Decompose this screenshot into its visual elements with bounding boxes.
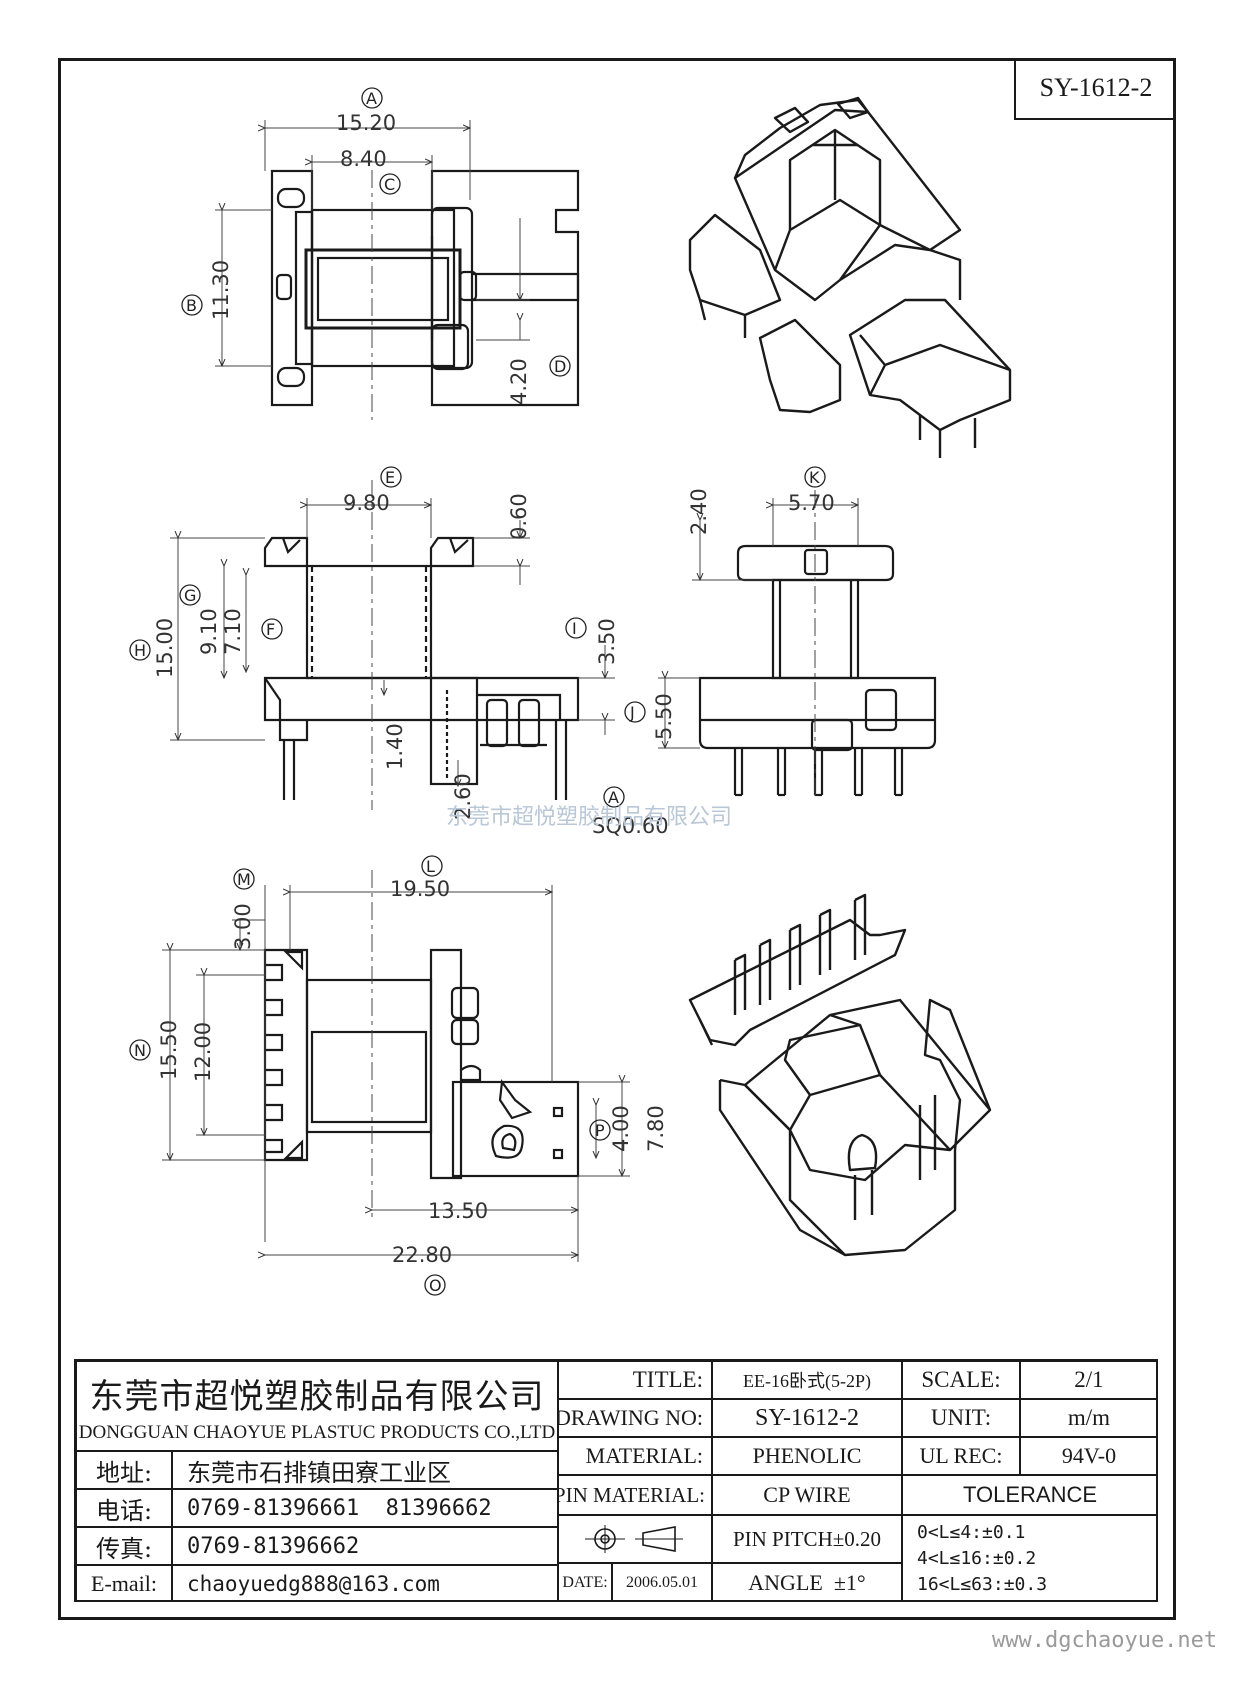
material-label: MATERIAL:: [558, 1437, 712, 1475]
view-side: [698, 544, 937, 797]
dim-lower: 13.50: [428, 1199, 488, 1223]
dim-a: 15.20: [336, 111, 396, 135]
view-side-labels: K 5.70 2.40 J 5.50: [624, 466, 835, 740]
label-pin-a: A: [608, 788, 619, 807]
label-n: N: [134, 1041, 146, 1060]
dim-n: 15.50: [157, 1020, 181, 1080]
projection-symbol: [558, 1515, 712, 1563]
angle-tolerance: ANGLE ±1°: [712, 1563, 902, 1602]
fax-value: 0769-81396662: [172, 1527, 558, 1565]
view-iso-1: [688, 96, 1012, 458]
scale-label: SCALE:: [902, 1361, 1020, 1399]
view-bottom: [263, 948, 580, 1180]
tolerance-label: TOLERANCE: [902, 1475, 1158, 1515]
label-p: P: [595, 1121, 605, 1140]
pin-pitch: PIN PITCH±0.20: [712, 1515, 902, 1563]
company-box: 东莞市超悦塑胶制品有限公司 DONGGUAN CHAOYUE PLASTUC P…: [76, 1361, 558, 1451]
label-h: H: [134, 641, 146, 660]
ul-value: 94V-0: [1020, 1437, 1158, 1475]
company-name-en: DONGGUAN CHAOYUE PLASTUC PRODUCTS CO.,LT…: [78, 1421, 556, 1443]
view-front: [263, 536, 580, 800]
view-iso-2: [688, 893, 992, 1257]
label-k: K: [809, 468, 820, 487]
ul-label: UL REC:: [902, 1437, 1020, 1475]
dim-b: 11.30: [209, 260, 233, 320]
tolerance-table: 0<L≤4:±0.1 4<L≤16:±0.2 16<L≤63:±0.3: [902, 1515, 1158, 1602]
label-g: G: [184, 586, 196, 605]
first-angle-projection-icon: [585, 1525, 683, 1553]
dim-top-thickness: 0.60: [507, 493, 531, 540]
tel-label: 电话:: [76, 1489, 172, 1527]
footer-url: www.dgchaoyue.net: [992, 1628, 1218, 1653]
dim-inner: 12.00: [191, 1022, 215, 1082]
date-value: 2006.05.01: [612, 1563, 712, 1602]
tolerance-row-1: 0<L≤4:±0.1: [917, 1521, 1026, 1543]
view-front-labels: E 9.80 0.60 G 9.10 F 7.10 H 15.00 I 3.50…: [129, 466, 669, 838]
email-value: chaoyuedg888@163.com: [172, 1565, 558, 1602]
title-block: 东莞市超悦塑胶制品有限公司 DONGGUAN CHAOYUE PLASTUC P…: [74, 1359, 1158, 1602]
dim-c: 8.40: [340, 147, 387, 171]
dim-i: 3.50: [595, 618, 619, 665]
address-value: 东莞市石排镇田寮工业区: [172, 1451, 558, 1489]
dim-bottom-1: 1.40: [383, 723, 407, 770]
dim-e: 9.80: [343, 491, 390, 515]
label-i: I: [572, 619, 577, 638]
dim-o: 22.80: [392, 1243, 452, 1267]
label-a: A: [366, 89, 377, 108]
tolerance-row-2: 4<L≤16:±0.2: [917, 1547, 1037, 1569]
dim-h: 15.00: [153, 618, 177, 678]
email-label: E-mail:: [76, 1565, 172, 1602]
label-l: L: [426, 857, 435, 876]
unit-label: UNIT:: [902, 1399, 1020, 1437]
drawing-frame: [58, 58, 1176, 1620]
title-label: TITLE:: [558, 1361, 712, 1399]
label-m: M: [237, 870, 251, 889]
dim-l: 19.50: [390, 877, 450, 901]
pin-material-value: CP WIRE: [712, 1475, 902, 1515]
view-top-labels: A 15.20 C 8.40 B 11.30 D 4.20: [181, 87, 571, 405]
drawing-no-label: DRAWING NO:: [558, 1399, 712, 1437]
company-name-cn: 东莞市超悦塑胶制品有限公司: [89, 1376, 545, 1417]
view-top-dims: [215, 120, 530, 420]
view-bottom-labels: L 19.50 M 3.00 N 15.50 12.00 P 4.00 7.80…: [129, 855, 668, 1296]
drawing-no-value: SY-1612-2: [712, 1399, 902, 1437]
dim-f: 7.10: [221, 608, 245, 655]
dim-j: 5.50: [652, 693, 676, 740]
dim-m: 3.00: [231, 903, 255, 950]
unit-value: m/m: [1020, 1399, 1158, 1437]
drawing-id: SY-1612-2: [1039, 73, 1153, 102]
label-d: D: [554, 357, 566, 376]
dim-p: 4.00: [609, 1105, 633, 1152]
title-value: EE-16卧式(5-2P): [712, 1361, 902, 1399]
dim-side-top: 2.40: [687, 488, 711, 535]
dim-right: 7.80: [644, 1105, 668, 1152]
dim-pin-square: SQ0.60: [592, 814, 669, 838]
view-bottom-dims: [162, 870, 630, 1262]
scale-value: 2/1: [1020, 1361, 1158, 1399]
dim-k: 5.70: [788, 491, 835, 515]
view-side-dims: [658, 490, 858, 800]
address-label: 地址:: [76, 1451, 172, 1489]
drawing-id-box: SY-1612-2: [1014, 58, 1176, 120]
label-j: J: [629, 703, 635, 722]
watermark: 东莞市超悦塑胶制品有限公司: [446, 805, 733, 830]
dim-g: 9.10: [197, 608, 221, 655]
label-c: C: [384, 175, 395, 194]
material-value: PHENOLIC: [712, 1437, 902, 1475]
label-b: B: [186, 296, 197, 315]
dim-bottom-2: 2.60: [451, 773, 475, 820]
tolerance-row-3: 16<L≤63:±0.3: [917, 1573, 1048, 1595]
label-e: E: [385, 468, 395, 487]
tel-value: 0769-81396661 81396662: [172, 1489, 558, 1527]
dim-d: 4.20: [507, 358, 531, 405]
label-o: O: [429, 1276, 442, 1295]
pin-material-label: PIN MATERIAL:: [558, 1475, 712, 1515]
view-top: [270, 169, 580, 407]
label-f: F: [266, 620, 275, 639]
date-label: DATE:: [558, 1563, 612, 1602]
fax-label: 传真:: [76, 1527, 172, 1565]
view-front-dims: [170, 480, 615, 810]
